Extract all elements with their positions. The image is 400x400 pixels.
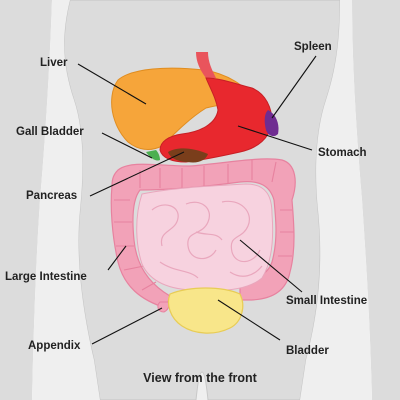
- label-gall-bladder: Gall Bladder: [16, 126, 84, 138]
- pancreas-leader: [89, 151, 185, 197]
- gall-bladder-shape: [146, 150, 160, 161]
- label-spleen: Spleen: [294, 41, 332, 53]
- small-intestine-coils: [151, 200, 263, 279]
- spleen-leader: [271, 55, 317, 119]
- gall-bladder-leader: [101, 132, 153, 159]
- small-intestine: [136, 183, 274, 292]
- esophagus-shape: [196, 52, 216, 78]
- label-stomach: Stomach: [318, 147, 367, 159]
- pancreas-shape: [168, 148, 208, 163]
- liver-leader: [77, 63, 147, 105]
- right-arm-gap: [300, 0, 372, 400]
- appendix-leader: [91, 307, 163, 345]
- caption-view: View from the front: [143, 371, 258, 385]
- bladder-shape: [167, 287, 244, 334]
- leader-lines: [77, 55, 317, 345]
- large-intestine: [110, 158, 296, 313]
- bladder-leader: [217, 299, 281, 341]
- label-appendix: Appendix: [28, 340, 81, 352]
- spleen-shape: [264, 110, 279, 137]
- label-liver: Liver: [40, 57, 68, 69]
- right-arm: [352, 0, 400, 400]
- label-bladder: Bladder: [286, 345, 329, 357]
- small-intestine-leader: [239, 239, 303, 293]
- large-intestine-leader: [107, 245, 127, 271]
- small-intestine-shape: [136, 183, 274, 292]
- label-large-intestine: Large Intestine: [5, 271, 87, 283]
- stomach-shape: [159, 77, 273, 163]
- left-arm: [0, 0, 52, 400]
- label-small-intestine: Small Intestine: [286, 295, 367, 307]
- label-pancreas: Pancreas: [26, 190, 77, 202]
- left-arm-gap: [32, 0, 100, 400]
- stomach-leader: [237, 125, 313, 151]
- large-intestine-shape: [110, 158, 296, 309]
- large-intestine-folds: [114, 160, 294, 291]
- legs-divide: [195, 371, 209, 400]
